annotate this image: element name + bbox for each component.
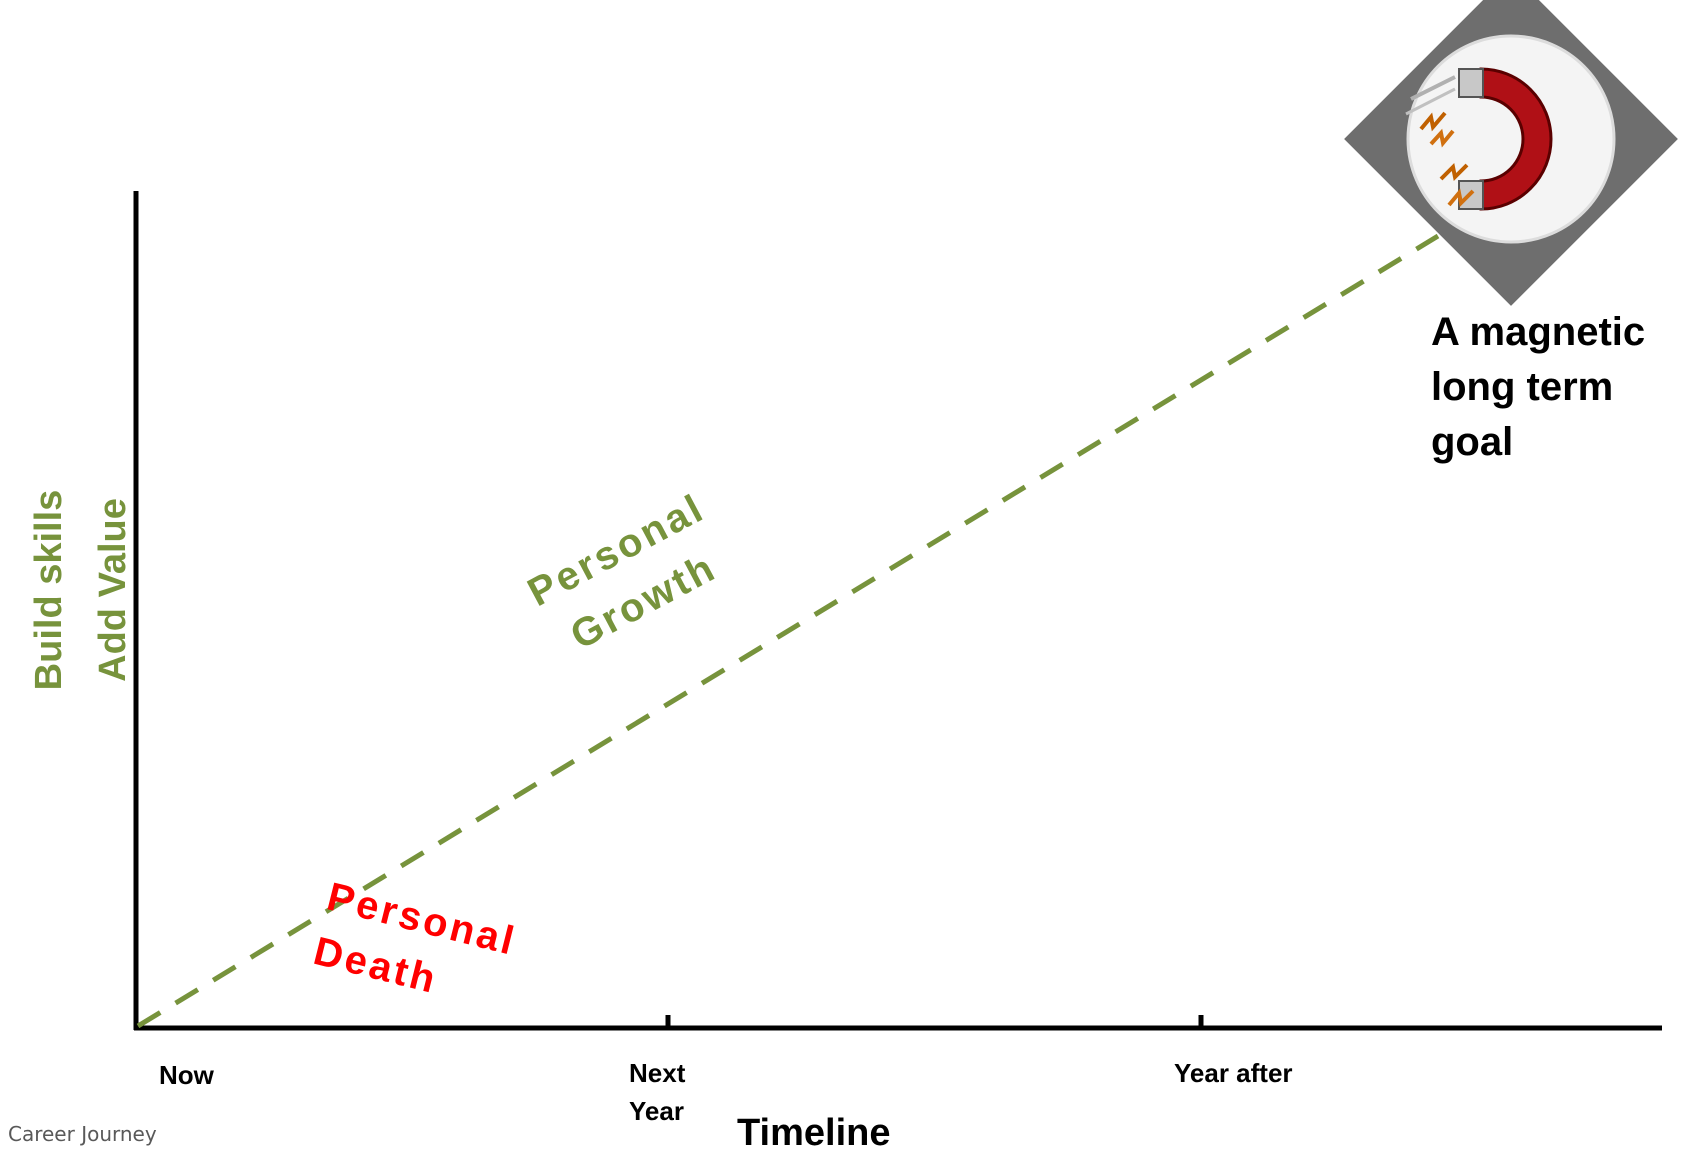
tick-label-now: Now	[159, 1060, 214, 1090]
footer-text: Career Journey	[8, 1122, 157, 1146]
y-axis-label: Build skills Add Value	[17, 450, 145, 730]
magnet-icon	[1344, 0, 1678, 306]
tick-label-next-year: Next Year	[629, 1058, 686, 1126]
growth-line	[136, 233, 1440, 1029]
y-axis-label-line2: Add Value	[92, 498, 134, 682]
goal-label: A magnetic long term goal	[1431, 310, 1646, 464]
x-axis-title: Timeline	[737, 1112, 891, 1154]
tick-label-year-after: Year after	[1174, 1058, 1293, 1088]
y-axis-label-line1: Build skills	[28, 489, 70, 691]
